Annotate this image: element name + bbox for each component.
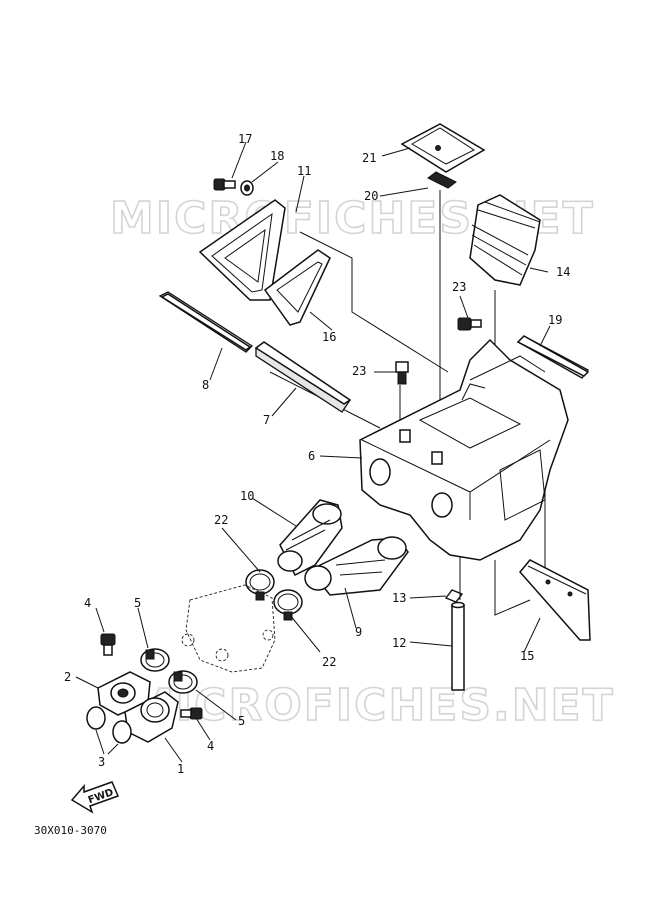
part-12-drain-hose [451, 601, 465, 691]
callout-1: 1 [177, 762, 184, 776]
part-23-screw-lower [395, 361, 409, 385]
callout-4-lower: 4 [207, 739, 214, 753]
part-11-filter-cover [198, 199, 286, 301]
part-4-bolt-upper [100, 633, 116, 656]
diagram-code: 30X010-3070 [34, 824, 107, 837]
part-23-screw-upper [457, 317, 482, 331]
callout-14: 14 [556, 265, 570, 279]
callout-15: 15 [520, 649, 534, 663]
part-21-cap [400, 123, 486, 173]
part-14-intake-duct [469, 194, 541, 286]
callout-23-upper: 23 [452, 280, 466, 294]
part-20-pad [427, 171, 457, 189]
part-13-clip [444, 589, 464, 603]
part-5-clamp-lower [168, 670, 198, 694]
part-22-clamp-lower [273, 589, 303, 621]
callout-7: 7 [263, 413, 270, 427]
callout-22-lower: 22 [322, 655, 336, 669]
callout-11: 11 [297, 164, 311, 178]
callouts: 1 2 3 4 4 5 5 6 7 8 9 10 11 12 13 14 15 … [64, 132, 570, 776]
part-22-clamp-upper [245, 569, 275, 601]
part-16-gasket [263, 249, 331, 326]
callout-17: 17 [238, 132, 252, 146]
part-2-intake-manifold [97, 671, 151, 716]
callout-4-upper: 4 [84, 596, 91, 610]
callout-22-upper: 22 [214, 513, 228, 527]
callout-12: 12 [392, 636, 406, 650]
callout-16: 16 [322, 330, 336, 344]
watermark-bottom: MICROFICHES.NET [130, 680, 615, 731]
callout-20: 20 [364, 189, 378, 203]
part-4-bolt-lower [180, 707, 203, 720]
part-3-o-rings [86, 706, 132, 744]
part-9-joint [304, 536, 409, 596]
callout-3: 3 [98, 755, 105, 769]
callout-6: 6 [308, 449, 315, 463]
part-8-element-plate [158, 291, 254, 353]
callout-13: 13 [392, 591, 406, 605]
part-10-joint [277, 499, 343, 577]
callout-5-upper: 5 [134, 596, 141, 610]
part-6-air-cleaner-case [359, 338, 569, 561]
leader-lines [75, 141, 551, 763]
part-17-bolt [213, 178, 236, 191]
part-19-foam-strip [516, 335, 590, 379]
callout-8: 8 [202, 378, 209, 392]
callout-19: 19 [548, 313, 562, 327]
callout-2: 2 [64, 670, 71, 684]
part-18-washer [240, 180, 254, 196]
callout-5-lower: 5 [238, 714, 245, 728]
carburetor-outline [181, 584, 276, 673]
forward-arrow-icon: FWD [70, 781, 120, 814]
part-15-cover-plate [519, 559, 591, 641]
part-5-clamp-upper [140, 648, 170, 672]
callout-23-lower: 23 [352, 364, 366, 378]
callout-9: 9 [355, 625, 362, 639]
part-7-filter-element [254, 341, 352, 413]
callout-10: 10 [240, 489, 254, 503]
callout-21: 21 [362, 151, 376, 165]
callout-18: 18 [270, 149, 284, 163]
